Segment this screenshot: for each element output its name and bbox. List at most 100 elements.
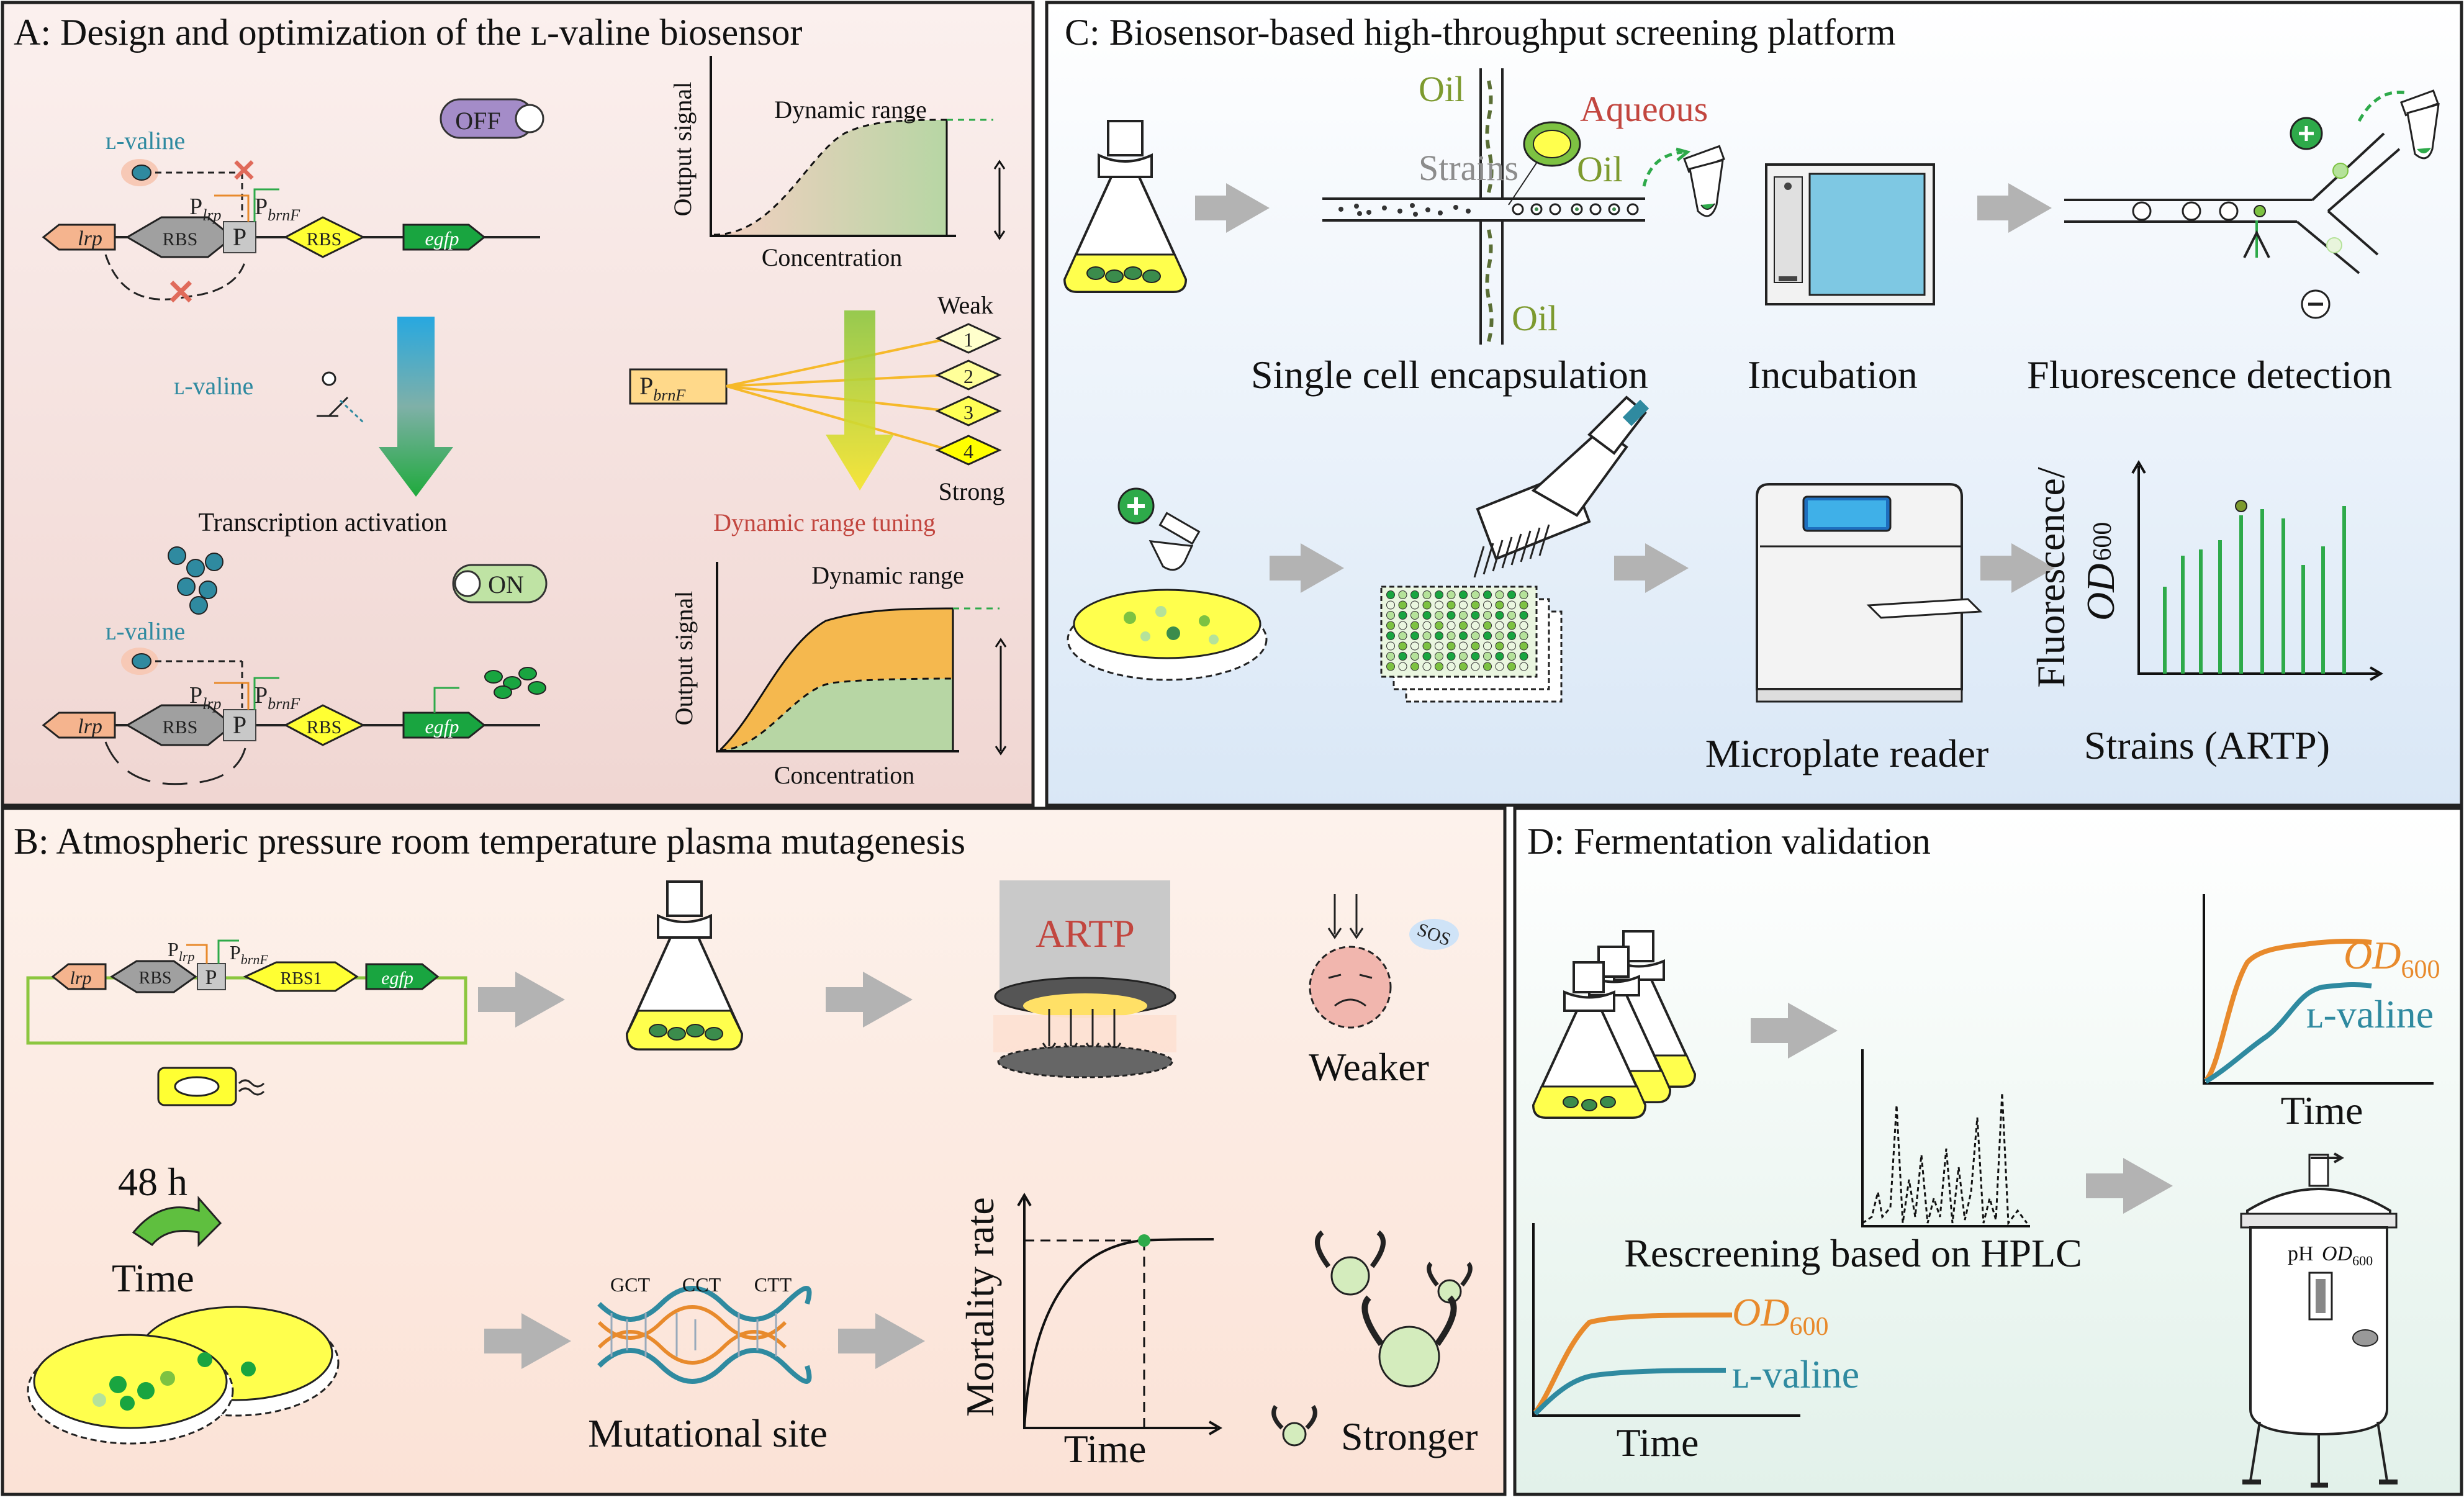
well [1519,631,1528,640]
well [1459,600,1468,610]
artp-device-icon: ARTP [993,880,1176,1078]
well [1386,600,1395,610]
microfluidic-chip: Strains Oil Oil Aqueous Oil [1322,68,1708,345]
well [1483,652,1492,661]
dynamic-range-chart-on: Dynamic range Concentration Output signa… [670,561,1007,789]
arrow-right-icon-d2 [2086,1158,2173,1214]
transcription-arrow-icon [379,317,453,497]
bioreactor-icon: pH OD600 [2240,1152,2398,1488]
well [1446,652,1456,661]
panel-a: A: Design and optimization of the ʟ-vali… [1,1,1035,807]
on-badge: ON [452,564,548,603]
oil-label-top: Oil [1419,69,1464,109]
well [1386,611,1395,620]
panel-c: C: Biosensor-based high-throughput scree… [1045,1,2463,807]
well [1459,652,1468,661]
mortality-ylabel: Mortality rate [958,1197,1002,1417]
hplc-chart [1861,1049,2030,1227]
od-label-bottom: OD600 [1732,1290,1828,1341]
chart-a1-ylabel: Output signal [669,82,697,217]
time-arrow-icon [132,1196,222,1247]
codon-2: CCT [682,1273,721,1296]
well [1446,611,1456,620]
well [1471,652,1480,661]
well [1422,611,1432,620]
switch-icon [317,371,364,423]
stronger-label: Stronger [1341,1414,1478,1458]
b-promoter-label: P [205,966,217,989]
rbs-level-4: 4 [963,440,973,463]
lrp-label-on: lrp [78,715,102,738]
well [1495,652,1504,661]
tuning-label: Dynamic range tuning [713,508,936,536]
arrow-right-icon-d1 [1751,1003,1838,1059]
repression-cross-icon: ✕ [166,274,196,312]
arrow-right-icon-2 [1977,183,2052,233]
well [1471,611,1480,620]
well [1386,590,1395,599]
well [1459,611,1468,620]
p-lrp-arrow [214,194,250,222]
well [1410,600,1419,610]
well [1435,631,1443,640]
well [1422,662,1432,671]
well [1471,631,1480,640]
well [1459,641,1468,651]
well [1422,652,1432,661]
valine-molecule-icon [132,165,151,181]
well [1507,611,1516,620]
dna-icon: GCT CCT CTT [597,1273,812,1384]
well [1398,631,1407,640]
petri-dishes-b-icon [27,1306,340,1445]
well [1386,641,1395,651]
od-label-reactor: OD600 [2322,1242,2373,1268]
chart-a2-ylabel: Output signal [670,591,698,726]
panel-c-frame [1045,1,2463,807]
valine-label-top: ʟ-valine [2306,992,2434,1036]
egfp-protein-icon [484,667,546,699]
ligand-label-mid: ʟ-valine [174,372,253,400]
well [1507,652,1516,661]
well [1483,641,1492,651]
incubator-icon [1765,163,1935,305]
microplate-reader-icon [1756,483,1983,703]
rbs-level-1: 1 [963,328,973,351]
well [1446,641,1456,651]
strains-label: Strains [1419,148,1519,188]
growth-chart-top: OD600 ʟ-valine Time [2203,894,2440,1132]
well [1519,600,1528,610]
ligand-label-top: ʟ-valine [106,127,185,155]
well [1435,641,1443,651]
valine-bound-icon [132,653,151,669]
well [1495,590,1504,599]
lrp-label: lrp [78,227,102,250]
egfp-label: egfp [425,227,459,250]
tube-icon [1683,145,1725,217]
arrow-right-icon-b2 [826,972,913,1028]
time-label-bottom: Time [1617,1421,1699,1465]
well [1495,600,1504,610]
egfp-label-on: egfp [425,715,459,738]
arrow-right-icon-4 [1614,543,1689,593]
well [1398,611,1407,620]
weak-label: Weak [937,291,993,319]
well [1471,662,1480,671]
well [1519,662,1528,671]
growth-chart-bottom: OD600 ʟ-valine Time [1532,1223,1859,1465]
aqueous-label: Aqueous [1580,89,1708,129]
rbs-yellow-label: RBS [307,229,342,250]
well [1398,621,1407,630]
transcription-label: Transcription activation [199,508,448,537]
well [1398,600,1407,610]
od-ylabel: OD600 [2078,522,2123,621]
well [1459,621,1468,630]
mortality-xlabel: Time [1064,1427,1147,1471]
cell-icon [157,1067,265,1106]
gene-circuit-off: lrp RBS P Plrp PbrnF RBS egfp ✕ [42,188,540,312]
well [1471,621,1480,630]
rbs-label-on: RBS [163,717,198,738]
arrow-right-icon-b1 [478,972,565,1028]
tuning-arrow-icon [826,310,894,490]
pipette-icon [1473,395,1649,578]
gene-circuit-on: lrp RBS P Plrp PbrnF RBS egfp [42,667,546,785]
